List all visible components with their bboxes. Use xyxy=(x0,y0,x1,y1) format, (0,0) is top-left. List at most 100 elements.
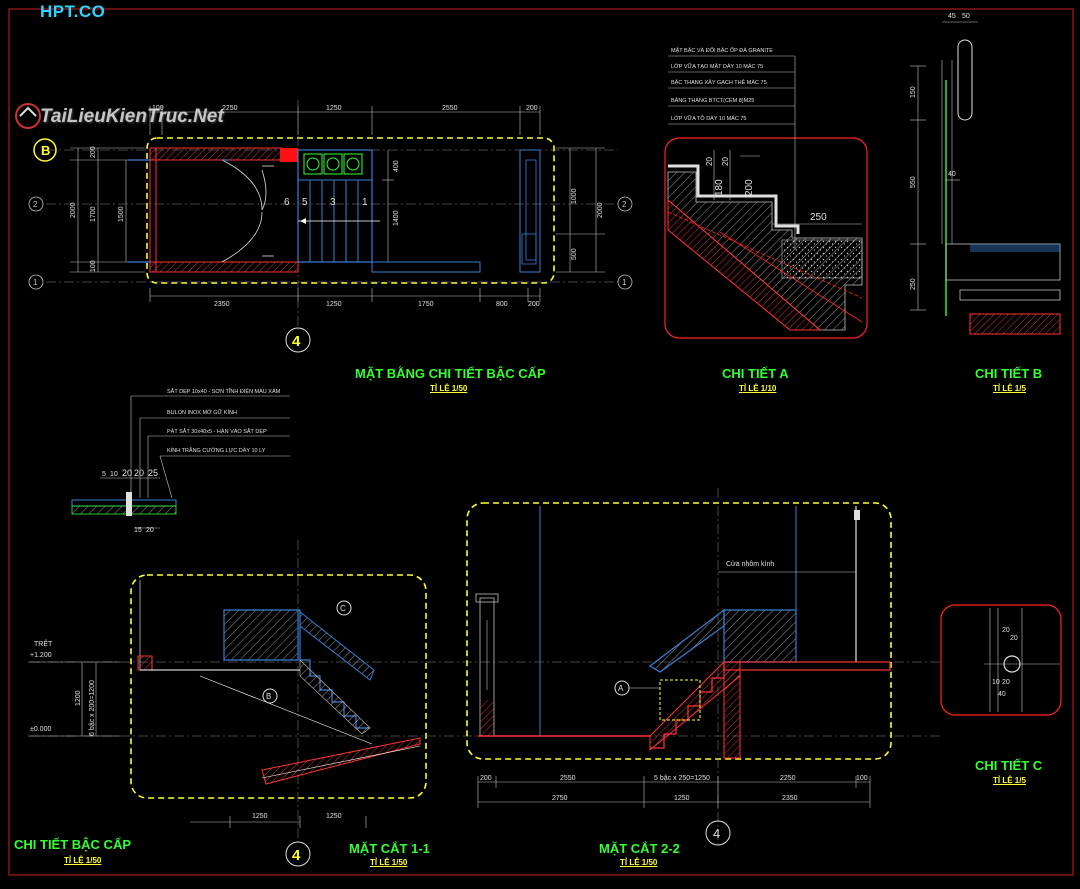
title-section-11: MẶT CẮT 1-1 xyxy=(349,841,430,856)
title-stair-detail: CHI TIẾT BẬC CẤP xyxy=(14,837,131,852)
section-2-2-frame xyxy=(466,502,892,760)
level-tret: TRỆT xyxy=(34,639,53,648)
plan-dim-left-2: 1700 xyxy=(90,206,97,222)
callout-a: A xyxy=(614,680,630,696)
railing-note-4: KÍNH TRẮNG CƯỜNG LỰC DÀY 10 LY xyxy=(167,446,266,454)
scale-detail-c: TỈ LỆ 1/5 xyxy=(993,776,1026,785)
grid-bubble-4-section-22: 4 xyxy=(705,820,731,846)
grid-bubble-2-right: 2 xyxy=(617,196,633,212)
svg-text:4: 4 xyxy=(292,847,301,864)
section-22-dim-top-2: 2550 xyxy=(560,775,576,782)
detail-c-dim-3: 10 xyxy=(992,679,1000,686)
section-11-vdim-1: 1200 xyxy=(75,690,82,706)
railing-dim-1: 5 xyxy=(102,471,106,478)
grid-bubble-1-right: 1 xyxy=(617,274,633,290)
section-1-1-frame xyxy=(130,574,427,799)
level-0000: ±0.000 xyxy=(30,726,51,733)
scale-detail-b: TỈ LỆ 1/5 xyxy=(993,384,1026,393)
callout-b: B xyxy=(262,688,278,704)
scale-stair-detail: TỈ LỆ 1/50 xyxy=(64,856,102,865)
scale-section-11: TỈ LỆ 1/50 xyxy=(370,858,408,867)
detail-b-dim-2: 50 xyxy=(962,13,970,20)
plan-dim-top-4: 2550 xyxy=(442,105,458,112)
grid-bubble-2-left: 2 xyxy=(28,196,44,212)
title-plan: MẶT BẰNG CHI TIẾT BẬC CẤP xyxy=(355,366,546,381)
detail-a: MẶT BẬC VÀ ĐỐI BẬC ỐP ĐÁ GRANITE LỚP VỮA… xyxy=(664,47,868,339)
step-number-5: 5 xyxy=(302,197,308,208)
railing-note-3: PÁT SẮT 30x40x5 - HÀN VÀO SẮT DẸP xyxy=(167,427,267,435)
detail-a-note-2: LỚP VỮA TẠO MẶT DÀY 10 MÁC 75 xyxy=(671,63,763,70)
title-detail-b: CHI TIẾT B xyxy=(975,366,1043,381)
detail-a-note-4: BẢNG THANG BTCT(CEM 8)M25 xyxy=(671,97,754,104)
detail-a-note-5: LỚP VỮA TÔ DÀY 10 MÁC 75 xyxy=(671,115,746,122)
svg-text:2: 2 xyxy=(33,200,38,209)
scale-section-22: TỈ LỆ 1/50 xyxy=(620,858,658,867)
title-detail-a: CHI TIẾT A xyxy=(722,366,789,381)
plan-dim-bottom-4: 800 xyxy=(496,301,508,308)
scale-plan: TỈ LỆ 1/50 xyxy=(430,384,468,393)
svg-text:B: B xyxy=(266,692,271,701)
plan-dim-bottom-5: 200 xyxy=(528,301,540,308)
section-22-dim-bottom-3: 2350 xyxy=(782,795,798,802)
detail-a-frame xyxy=(664,137,868,339)
detail-a-dim-5: 250 xyxy=(810,212,827,223)
railing-detail: SẮT DẸP 10x40 - SƠN TĨNH ĐIỆN MÀU XÁM BU… xyxy=(71,387,290,534)
railing-note-2: BULON INOX MỞ GỮ KÍNH xyxy=(167,409,237,416)
red-column xyxy=(280,148,298,162)
railing-dim-6: 15 xyxy=(134,527,142,534)
svg-text:4: 4 xyxy=(713,826,720,841)
svg-text:B: B xyxy=(41,143,50,158)
cua-nhom-kinh-label: Cửa nhôm kính xyxy=(726,560,774,568)
plan-dim-right-1: 400 xyxy=(393,160,400,172)
detail-b-dim-1: 45 xyxy=(948,13,956,20)
plan-dim-right-4: 500 xyxy=(571,248,578,260)
section-2-2: Cửa nhôm kính A xyxy=(466,488,892,846)
section-22-dim-top-3: 5 bậc x 250=1250 xyxy=(654,775,710,782)
plan-dim-left-5: 1500 xyxy=(118,206,125,222)
plan-dim-top-1: 100 xyxy=(152,105,164,112)
plan-dim-bottom-2: 1250 xyxy=(326,301,342,308)
svg-text:C: C xyxy=(340,604,346,613)
plan-dim-left-4: 2000 xyxy=(70,202,77,218)
section-11-hdim-2: 1250 xyxy=(326,813,342,820)
section-11-vdim-2: 6 bậc x 200=1200 xyxy=(89,680,96,736)
detail-a-dim-3: 180 xyxy=(714,179,725,196)
plan-dim-top-3: 1250 xyxy=(326,105,342,112)
detail-c-frame xyxy=(940,604,1062,716)
detail-a-dim-1: 20 xyxy=(705,157,714,166)
step-number-6: 6 xyxy=(284,197,290,208)
callout-c: C xyxy=(336,600,352,616)
section-22-dim-top-4: 2250 xyxy=(780,775,796,782)
scale-detail-a: TỈ LỆ 1/10 xyxy=(739,384,777,393)
watermark-logo-icon xyxy=(15,103,41,129)
detail-a-dim-4: 200 xyxy=(744,179,755,196)
title-detail-c: CHI TIẾT C xyxy=(975,758,1043,773)
railing-dim-4: 20 xyxy=(134,468,144,478)
plan-dim-right-3: 1000 xyxy=(571,188,578,204)
railing-dim-5: 25 xyxy=(148,468,158,478)
section-22-dim-bottom-2: 1250 xyxy=(674,795,690,802)
step-number-3: 3 xyxy=(330,197,336,208)
plan-dim-right-2: 1400 xyxy=(393,210,400,226)
detail-b-dim-5: 40 xyxy=(948,171,956,178)
svg-text:A: A xyxy=(618,684,624,693)
railing-note-1: SẮT DẸP 10x40 - SƠN TĨNH ĐIỆN MÀU XÁM xyxy=(167,387,281,395)
detail-c-dim-5: 40 xyxy=(998,691,1006,698)
brand-logo: HPT.CO xyxy=(40,2,106,21)
level-1200: +1.200 xyxy=(30,652,52,659)
detail-b-dim-4: 550 xyxy=(910,176,917,188)
section-22-dim-top-1: 200 xyxy=(480,775,492,782)
step-number-1: 1 xyxy=(362,197,368,208)
detail-c-dim-4: 20 xyxy=(1002,679,1010,686)
detail-a-dim-2: 20 xyxy=(721,157,730,166)
plan-dim-right-5: 2000 xyxy=(597,202,604,218)
plan-dim-left-1: 200 xyxy=(90,146,97,158)
detail-b-dim-3: 150 xyxy=(910,86,917,98)
watermark-text: TaiLieuKienTruc.Net xyxy=(40,106,224,127)
plan-dim-top-5: 200 xyxy=(526,105,538,112)
detail-c: 20 20 10 20 40 xyxy=(940,604,1062,716)
section-1-1: C B TRỆT +1.200 ±0.000 1200 xyxy=(28,540,940,867)
grid-bubble-4-section: 4 xyxy=(285,841,311,867)
